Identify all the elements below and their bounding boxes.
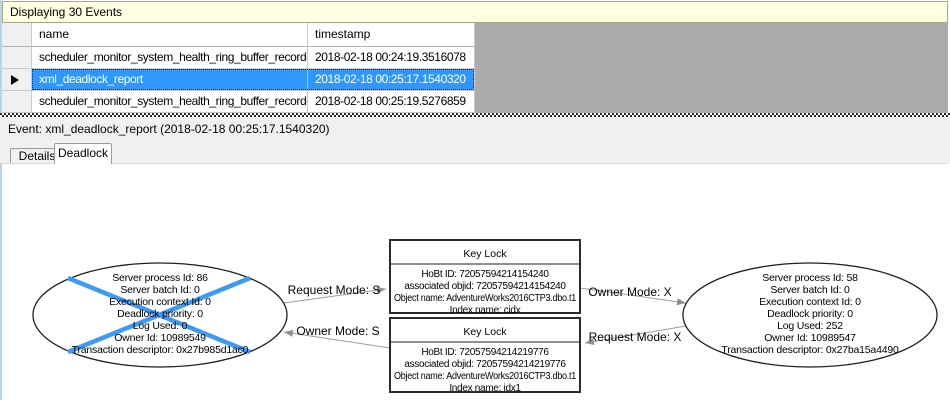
table-header-row: name timestamp [2, 23, 475, 47]
tab-details-label: Details [18, 149, 56, 163]
edge-label-owner-s: Owner Mode: S [296, 324, 379, 338]
process-attr: Transaction descriptor: 0x27ba15a4490 [721, 344, 899, 356]
current-row-arrow-icon [11, 74, 19, 85]
victim-cross-icon [67, 275, 251, 355]
row-selector-header [2, 23, 32, 47]
column-header-timestamp[interactable]: timestamp [308, 23, 475, 47]
edge-owner-s: Owner Mode: S [283, 324, 391, 349]
edge-label-request-s: Request Mode: S [288, 283, 381, 297]
process-attr: Log Used: 252 [777, 320, 843, 332]
process-node-victim[interactable]: Server process Id: 86 Server batch Id: 0… [32, 262, 288, 368]
process-attr: Server batch Id: 0 [770, 284, 850, 296]
process-attr: Execution context Id: 0 [759, 296, 861, 308]
process-node-right[interactable]: Server process Id: 58 Server batch Id: 0… [682, 262, 938, 368]
resource-attr: associated objid: 72057594214154240 [404, 281, 566, 292]
process-attr: Deadlock priority: 0 [117, 308, 203, 320]
resource-attr: associated objid: 72057594214219776 [404, 359, 566, 370]
edge-request-s: Request Mode: S [283, 283, 387, 304]
process-attr: Server process Id: 58 [762, 272, 858, 284]
resource-node-bottom[interactable]: Key Lock HoBt ID: 72057594214219776 asso… [389, 317, 581, 394]
event-title-label: Event: xml_deadlock_report (2018-02-18 0… [8, 122, 330, 136]
resource-title: Key Lock [463, 248, 507, 260]
resource-node-top[interactable]: Key Lock HoBt ID: 72057594214154240 asso… [389, 239, 581, 316]
cell-timestamp[interactable]: 2018-02-18 00:25:19.5276859 [308, 91, 475, 113]
table-row[interactable]: scheduler_monitor_system_health_ring_buf… [2, 47, 475, 69]
edge-owner-x: Owner Mode: X [579, 285, 687, 306]
process-attr: Server batch Id: 0 [120, 284, 200, 296]
events-count-label: Displaying 30 Events [10, 5, 123, 19]
resource-attr: HoBt ID: 72057594214154240 [421, 269, 549, 280]
resource-attr: Object name: AdventureWorks2016CTP3.dbo.… [394, 293, 577, 304]
cell-timestamp[interactable]: 2018-02-18 00:24:19.3516078 [308, 47, 475, 69]
window-left-border [0, 0, 2, 400]
tab-strip: Details Deadlock [0, 141, 950, 164]
tab-details[interactable]: Details [10, 148, 64, 163]
resource-attr: Index name: idx1 [449, 383, 521, 394]
events-table: name timestamp scheduler_monitor_system_… [2, 23, 475, 113]
cell-name[interactable]: scheduler_monitor_system_health_ring_buf… [32, 47, 308, 69]
cell-name[interactable]: scheduler_monitor_system_health_ring_buf… [32, 91, 308, 113]
process-attr: Transaction descriptor: 0x27b985d1ac0 [72, 344, 249, 356]
splitter-handle[interactable] [0, 113, 950, 117]
process-attr: Execution context Id: 0 [109, 296, 211, 308]
row-selector-cell[interactable] [2, 69, 32, 91]
deadlock-graph-panel: Request Mode: S Owner Mode: S Owner Mode… [2, 163, 948, 400]
events-grid: name timestamp scheduler_monitor_system_… [2, 23, 948, 113]
column-header-name[interactable]: name [32, 23, 308, 47]
row-selector-cell[interactable] [2, 91, 32, 113]
deadlock-graph: Request Mode: S Owner Mode: S Owner Mode… [32, 239, 938, 394]
resource-title: Key Lock [463, 326, 507, 338]
edge-label-request-x: Request Mode: X [589, 330, 682, 344]
row-selector-cell[interactable] [2, 47, 32, 69]
process-attr: Log Used: 0 [133, 320, 188, 332]
table-row-selected[interactable]: xml_deadlock_report 2018-02-18 00:25:17.… [2, 69, 475, 91]
cell-timestamp[interactable]: 2018-02-18 00:25:17.1540320 [308, 69, 475, 91]
cell-name[interactable]: xml_deadlock_report [32, 69, 308, 91]
event-title-bar: Event: xml_deadlock_report (2018-02-18 0… [0, 117, 950, 141]
tab-deadlock-label: Deadlock [57, 146, 109, 160]
process-attr: Deadlock priority: 0 [767, 308, 853, 320]
table-row[interactable]: scheduler_monitor_system_health_ring_buf… [2, 91, 475, 113]
process-attr: Owner Id: 10989547 [764, 332, 856, 344]
tab-deadlock[interactable]: Deadlock [54, 143, 112, 164]
edge-label-owner-x: Owner Mode: X [588, 285, 671, 299]
resource-attr: Object name: AdventureWorks2016CTP3.dbo.… [394, 371, 577, 382]
resource-attr: HoBt ID: 72057594214219776 [421, 347, 549, 358]
edge-request-x: Request Mode: X [584, 325, 687, 345]
process-attr: Server process Id: 86 [112, 272, 208, 284]
process-attr: Owner Id: 10989549 [114, 332, 206, 344]
events-count-bar: Displaying 30 Events [2, 1, 948, 23]
resource-attr: Index name: cidx [450, 305, 521, 316]
